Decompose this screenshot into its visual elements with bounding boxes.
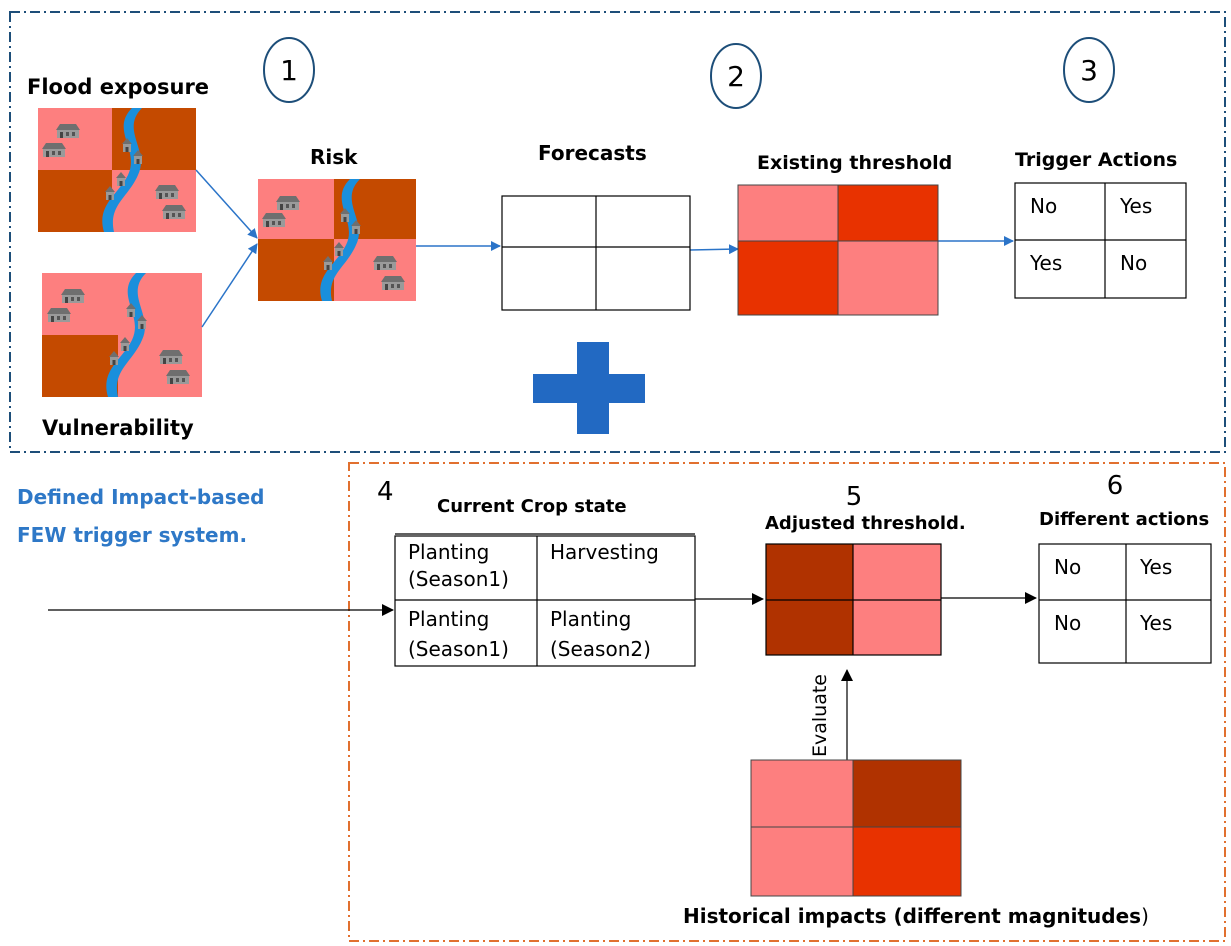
river-icon [106, 273, 146, 397]
crop-state-table: Planting (Season1) Harvesting Planting (… [394, 533, 696, 667]
adjusted-threshold-grid [765, 543, 942, 656]
vulnerability-map [42, 273, 202, 397]
step-2-badge: 2 [710, 43, 762, 109]
crop-cell-r2c2-line2: (Season2) [550, 637, 651, 661]
different-actions-table: No Yes No Yes [1038, 543, 1212, 664]
step-4-number: 4 [377, 477, 394, 507]
step-2-number: 2 [727, 60, 745, 93]
actions-cell-r2c1: No [1054, 611, 1081, 635]
existing-threshold-grid [737, 184, 939, 316]
current-crop-state-label: Current Crop state [437, 496, 627, 517]
actions-cell-r2c2: Yes [1139, 611, 1172, 635]
adjusted-threshold-label: Adjusted threshold. [765, 513, 966, 534]
forecasts-grid [501, 195, 691, 311]
step-1-number: 1 [280, 54, 298, 87]
bottom-panel-border [348, 462, 1226, 942]
actions-cell-r1c2: Yes [1139, 555, 1172, 579]
vulnerability-to-risk-arrow [201, 243, 258, 328]
trigger-cell-r2c2: No [1120, 251, 1147, 275]
crop-cell-r2c2-line1: Planting [550, 607, 631, 631]
step-5-number: 5 [846, 482, 863, 512]
forecasts-to-threshold-arrow [689, 244, 739, 255]
crop-cell-r2c1-line1: Planting [408, 607, 489, 631]
trigger-actions-table: No Yes Yes No [1014, 182, 1187, 299]
river-icon [102, 108, 142, 232]
trigger-cell-r1c1: No [1030, 194, 1057, 218]
top-panel-border [9, 11, 1226, 453]
step-6-number: 6 [1107, 471, 1124, 501]
step-1-badge: 1 [263, 37, 315, 103]
existing-threshold-label: Existing threshold [757, 152, 952, 174]
historical-impacts-grid [750, 759, 962, 897]
crop-cell-r1c2-line1: Harvesting [550, 540, 659, 564]
flood-exposure-map [38, 108, 196, 232]
risk-label: Risk [310, 145, 358, 169]
forecasts-label: Forecasts [538, 141, 647, 165]
historical-impacts-label-bold: Historical impacts (different magnitudes [683, 904, 1141, 928]
crop-cell-r1c1-line2: (Season1) [408, 567, 509, 591]
flood-exposure-label: Flood exposure [27, 75, 209, 99]
vulnerability-label: Vulnerability [42, 416, 194, 440]
step-3-number: 3 [1080, 54, 1098, 87]
side-note-line1: Defined Impact-based [17, 485, 264, 509]
historical-impacts-label: Historical impacts (different magnitudes… [683, 904, 1149, 928]
step-3-badge: 3 [1063, 37, 1115, 103]
trigger-actions-label: Trigger Actions [1015, 149, 1177, 171]
plus-icon [533, 342, 645, 434]
historical-impacts-label-paren: ) [1141, 904, 1149, 928]
river-icon [320, 179, 360, 301]
evaluate-label: Evaluate [809, 674, 831, 757]
trigger-cell-r1c2: Yes [1119, 194, 1152, 218]
side-note-line2: FEW trigger system. [17, 523, 247, 547]
crop-cell-r2c1-line2: (Season1) [408, 637, 509, 661]
crop-cell-r1c1-line1: Planting [408, 540, 489, 564]
risk-map [258, 179, 416, 301]
trigger-cell-r2c1: Yes [1029, 251, 1062, 275]
actions-cell-r1c1: No [1054, 555, 1081, 579]
different-actions-label: Different actions [1039, 509, 1209, 530]
exposure-to-risk-arrow [195, 169, 258, 239]
